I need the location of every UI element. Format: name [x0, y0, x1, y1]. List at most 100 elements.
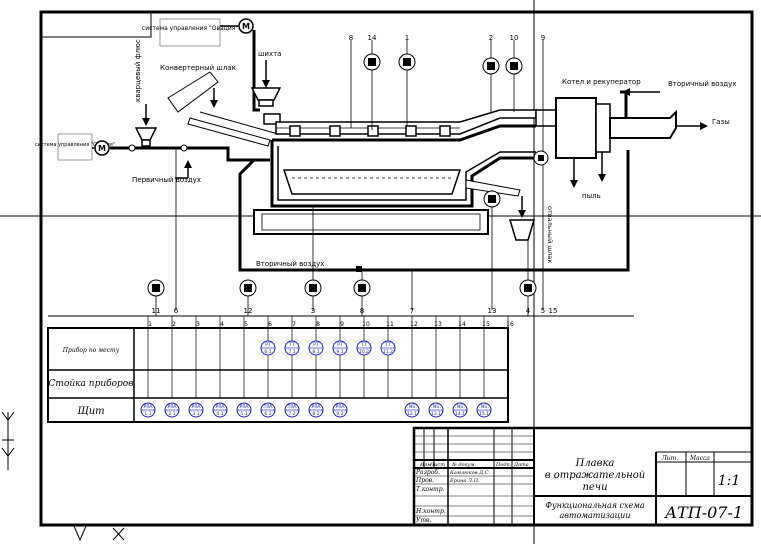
svg-text:Лист: Лист: [429, 462, 445, 468]
svg-text:NS: NS: [433, 404, 439, 410]
table-column-number: 6: [268, 321, 272, 328]
slag-ladle: [167, 71, 219, 113]
rack-instrument: PT6.1: [260, 340, 276, 356]
svg-text:TT: TT: [384, 342, 391, 348]
svg-text:TT: TT: [288, 342, 295, 348]
table-column-number: 14: [458, 321, 466, 328]
svg-text:6.2: 6.2: [264, 411, 271, 417]
svg-text:Утв.: Утв.: [416, 517, 432, 524]
svg-text:TRA: TRA: [263, 404, 274, 410]
boiler-recuperator: [555, 97, 597, 159]
instrument-13-upper: [483, 190, 501, 310]
svg-text:M: M: [242, 22, 250, 31]
control-system-box-left: [57, 133, 93, 161]
svg-text:PRA: PRA: [336, 404, 346, 410]
waste-slag-label: отвальный шлак: [546, 206, 554, 263]
secondary-air-top-line: [620, 90, 628, 118]
svg-text:15: 15: [549, 307, 558, 315]
svg-text:3: 3: [311, 307, 315, 315]
svg-text:11.2: 11.2: [383, 349, 393, 355]
svg-text:9.2: 9.2: [336, 411, 343, 417]
control-system-box-top: [159, 18, 221, 47]
table-column-number: 3: [196, 321, 200, 328]
svg-text:Дата: Дата: [513, 462, 529, 468]
title-line-2: в отражательной: [545, 470, 645, 481]
secondary-air-loop: [238, 150, 630, 272]
svg-text:Ерина Л.П.: Ерина Л.П.: [449, 478, 480, 484]
title-line-3: печи: [582, 482, 607, 493]
rack-instrument: PT8.1: [308, 340, 324, 356]
table-column-number: 15: [482, 321, 490, 328]
charge-hopper: [250, 87, 282, 101]
table-column-number: 12: [410, 321, 418, 328]
svg-text:PRA: PRA: [168, 404, 178, 410]
flux-label: кварцевый флюс: [134, 39, 142, 102]
svg-text:7.2: 7.2: [288, 411, 295, 417]
ucs-icon: [1, 411, 15, 470]
converter-slag-label: Конвертерный шлак: [160, 64, 236, 72]
secondary-air-top-label: Вторичный воздух: [668, 80, 736, 88]
svg-text:10.2: 10.2: [359, 349, 369, 355]
svg-text:Подп.: Подп.: [495, 462, 512, 468]
dust-label: пыль: [582, 192, 601, 200]
svg-text:8.1: 8.1: [312, 349, 319, 355]
rack-instrument: PT9.1: [332, 340, 348, 356]
svg-text:PT: PT: [265, 342, 271, 348]
svg-text:M: M: [98, 144, 106, 153]
svg-text:5.1: 5.1: [240, 411, 247, 417]
flux-hopper: [134, 127, 158, 141]
control-system-label-left: система управления "Овация": [35, 142, 115, 148]
motor-top: M: [220, 18, 254, 34]
svg-text:4: 4: [526, 307, 531, 315]
svg-text:11: 11: [152, 307, 161, 315]
primary-air-line: [190, 146, 268, 162]
svg-text:5: 5: [541, 307, 545, 315]
svg-text:3.1: 3.1: [192, 411, 199, 417]
svg-text:6.1: 6.1: [264, 349, 271, 355]
svg-text:13.1: 13.1: [431, 411, 441, 417]
motor-left: M: [92, 140, 110, 156]
scale-value: 1:1: [718, 473, 741, 489]
slag-outlet: [465, 179, 521, 197]
drawing-code: АТП-07-1: [664, 503, 743, 522]
title-line-1: Плавка: [575, 458, 615, 469]
svg-text:PRA: PRA: [216, 404, 226, 410]
title-block: [412, 426, 754, 527]
row-header-panel: Щит: [77, 406, 104, 417]
top-instrument-1: 1: [398, 34, 416, 126]
svg-text:7.1: 7.1: [288, 349, 295, 355]
table-column-number: 5: [244, 321, 248, 328]
svg-text:10: 10: [510, 34, 519, 42]
svg-text:14.1: 14.1: [455, 411, 465, 417]
corner-stamp: [40, 11, 152, 38]
svg-text:6: 6: [174, 307, 179, 315]
slag-ladle-right: [508, 219, 536, 241]
svg-text:PRA: PRA: [312, 404, 322, 410]
panel-instruments: PRA1.1PRA2.1PRA3.1PRA4.1PRA5.1TRA6.2TRA7…: [140, 402, 492, 418]
primary-air-label: Первичный воздух: [132, 176, 201, 184]
table-column-number: 1: [148, 321, 152, 328]
top-instrument-9: 9: [533, 34, 549, 310]
gases-label: Газы: [712, 118, 730, 126]
svg-text:Изм: Изм: [419, 462, 431, 468]
table-column-number: 4: [220, 321, 224, 328]
lit-label: Лит.: [661, 455, 679, 462]
top-instrument-8: 8: [349, 34, 353, 128]
table-column-number: 7: [292, 321, 296, 328]
table-column-number: 2: [172, 321, 176, 328]
svg-text:PT: PT: [313, 342, 319, 348]
svg-text:8: 8: [349, 34, 353, 42]
svg-text:Пров.: Пров.: [415, 477, 434, 484]
svg-text:14: 14: [368, 34, 377, 42]
svg-text:PRA: PRA: [240, 404, 250, 410]
title-block-text: Изм Лист № докум. Подп. Дата Разраб. Кам…: [415, 455, 743, 524]
